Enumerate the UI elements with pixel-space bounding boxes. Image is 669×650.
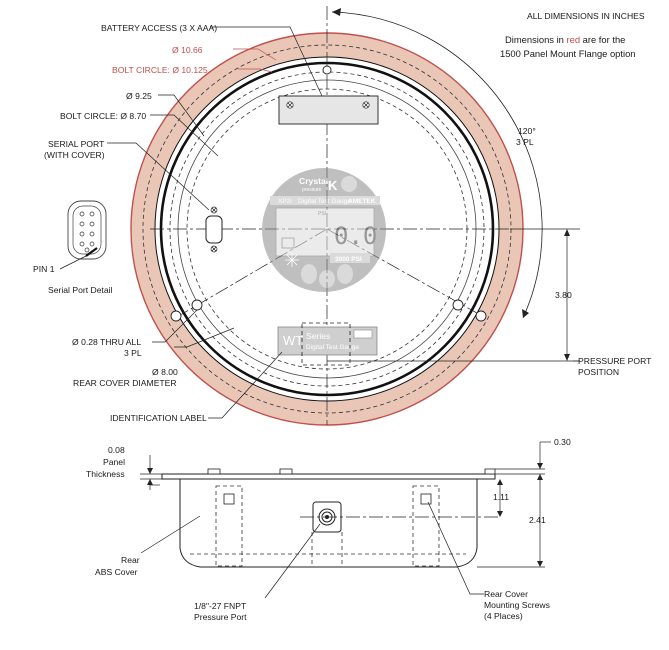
label-rear-1: Rear xyxy=(121,555,140,565)
red-note: Dimensions in red are for the xyxy=(505,34,625,45)
gauge-key-2 xyxy=(319,270,335,288)
gauge-brand-sub: pressure xyxy=(302,187,322,193)
gauge-maker: AMETEK xyxy=(348,198,376,205)
flange-bump-center xyxy=(279,468,293,475)
mount-hole-left-outer xyxy=(170,310,182,322)
gauge-power-button xyxy=(341,176,357,192)
label-screws-2: Mounting Screws xyxy=(484,600,550,610)
label-total-height: 2.41 xyxy=(529,515,546,525)
label-thru-holes-1: Ø 0.28 THRU ALL xyxy=(72,337,141,347)
leader-flange-bolt xyxy=(238,68,273,73)
label-serial-port-1: SERIAL PORT xyxy=(48,139,105,149)
gauge-model-name: Digital Test Gauge xyxy=(298,198,351,205)
mount-hole-top xyxy=(322,65,332,75)
screw-boss-left xyxy=(215,485,243,567)
label-pressure-port-2: POSITION xyxy=(578,367,619,377)
angle-arrow-bottom xyxy=(522,309,529,318)
serial-port-screw-bottom xyxy=(210,245,218,253)
battery-screw-right xyxy=(362,101,370,109)
gauge-brand: Crystal xyxy=(299,176,328,186)
gauge-key-3 xyxy=(337,264,353,284)
leader-id-label xyxy=(208,351,283,419)
gauge-model-tag: XP2i xyxy=(278,198,292,205)
panel-flange xyxy=(161,473,496,480)
identification-label-plate: WT Series Digital Test Gauge xyxy=(277,322,378,366)
gauge-range-tag xyxy=(330,253,370,263)
leader-rear-cover-body xyxy=(140,515,201,554)
id-label-series-word: Series xyxy=(306,331,330,341)
leader-flange-dia xyxy=(233,48,277,61)
battery-screw-left xyxy=(286,101,294,109)
leader-bolt-circle xyxy=(150,114,219,157)
mount-hole-left-inner xyxy=(191,299,203,311)
gauge-key-1 xyxy=(301,264,317,284)
label-panel-1: Panel xyxy=(103,457,125,467)
leader-pressure-port xyxy=(264,523,321,599)
dim-arrow-up xyxy=(564,229,570,236)
label-panel-dim: 0.08 xyxy=(108,445,125,455)
leader-outer-dia xyxy=(158,94,205,137)
units-note: ALL DIMENSIONS IN INCHES xyxy=(527,11,645,21)
label-flange-diameter: Ø 10.66 xyxy=(172,45,203,55)
label-pressure-port-1: PRESSURE PORT xyxy=(578,356,652,366)
gauge-reading: 0.0 xyxy=(334,222,377,250)
label-screws-1: Rear Cover xyxy=(484,589,528,599)
label-port-2: Pressure Port xyxy=(194,612,247,622)
flange-bump-right xyxy=(484,468,496,475)
red-note-before: Dimensions in xyxy=(505,34,566,45)
id-label-series-prefix: WT xyxy=(283,333,303,348)
serial-port-detail xyxy=(67,200,107,260)
gauge-light-icon xyxy=(285,253,299,267)
label-port-depth: 1.11 xyxy=(493,492,509,502)
angle-arc-120 xyxy=(331,11,543,319)
dim-arrow-down xyxy=(564,354,570,361)
gauge-unit-hint: PSI xyxy=(318,211,326,217)
label-top-dim: 0.30 xyxy=(554,437,571,447)
leader-screws xyxy=(427,501,484,595)
flange-bump-left xyxy=(207,468,221,475)
leader-rear-cover xyxy=(174,327,235,348)
label-serial-port-2: (WITH COVER) xyxy=(44,150,105,160)
red-note-red: red xyxy=(566,34,580,45)
leader-battery xyxy=(210,26,323,97)
label-bolt-circle: BOLT CIRCLE: Ø 8.70 xyxy=(60,111,146,121)
label-rear-cover-dia: Ø 8.00 xyxy=(152,367,178,377)
battery-cover xyxy=(278,95,379,125)
label-outer-diameter: Ø 9.25 xyxy=(126,91,152,101)
label-rear-2: ABS Cover xyxy=(95,567,138,577)
mount-hole-right-outer xyxy=(475,310,487,322)
label-port-1: 1/8"-27 FNPT xyxy=(194,601,247,611)
label-pin1: PIN 1 xyxy=(33,264,55,274)
gauge-face: Crystal pressure K XP2i Digital Test Gau… xyxy=(262,168,386,292)
label-pressure-port-dim: 3.80 xyxy=(555,290,572,300)
leader-pin1 xyxy=(59,255,87,270)
gauge-range: 3000 PSI xyxy=(335,256,362,263)
serial-port-cover xyxy=(205,215,223,244)
label-serial-detail: Serial Port Detail xyxy=(48,285,113,295)
mount-hole-right-inner xyxy=(452,299,464,311)
label-flange-bolt-circle: BOLT CIRCLE: Ø 10.125 xyxy=(112,65,208,75)
label-battery-access: BATTERY ACCESS (3 X AAA) xyxy=(101,23,217,33)
label-rear-cover: REAR COVER DIAMETER xyxy=(73,378,177,388)
red-note-line2: 1500 Panel Mount Flange option xyxy=(500,48,636,59)
label-panel-2: Thickness xyxy=(86,469,125,479)
label-identification: IDENTIFICATION LABEL xyxy=(110,413,207,423)
top-view: Crystal pressure K XP2i Digital Test Gau… xyxy=(59,6,580,426)
side-view xyxy=(140,441,551,599)
serial-port-screw-top xyxy=(210,206,218,214)
leader-thru-holes xyxy=(152,309,198,343)
gauge-brand-mark: K xyxy=(328,178,338,193)
angle-arrow-top xyxy=(332,8,341,16)
red-note-after: are for the xyxy=(580,34,625,45)
leader-serial-port xyxy=(107,142,210,211)
label-angle-2: 3 PL xyxy=(516,137,534,147)
label-screws-3: (4 Places) xyxy=(484,611,523,621)
label-angle-1: 120° xyxy=(518,126,536,136)
id-label-subtitle: Digital Test Gauge xyxy=(306,344,359,351)
label-thru-holes-2: 3 PL xyxy=(124,348,142,358)
